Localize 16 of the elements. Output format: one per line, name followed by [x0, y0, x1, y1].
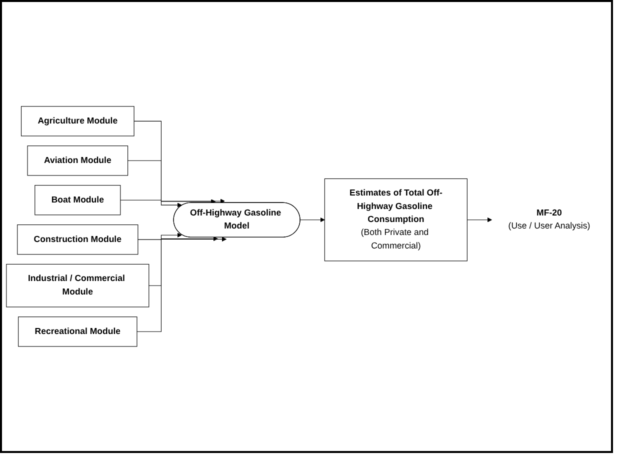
node-box: Estimates of Total Off-Highway Gasoline Consumption (Both Private and Commercial) — [324, 178, 468, 262]
node-box: Recreational Module — [18, 316, 138, 347]
arrow — [466, 218, 492, 222]
node-box: Industrial / Commercial Module — [6, 264, 150, 308]
node-text: MF-20 (Use / User Analysis) — [508, 208, 590, 231]
arrow — [300, 218, 325, 222]
arrow — [128, 160, 216, 204]
arrow — [134, 120, 225, 204]
arrow — [136, 236, 227, 332]
node-box: Agriculture Module — [20, 106, 134, 136]
arrow — [148, 236, 218, 286]
node-box: Construction Module — [17, 224, 138, 255]
arrow — [138, 232, 182, 240]
node-box: Aviation Module — [27, 146, 128, 176]
node-box: Boat Module — [34, 185, 121, 216]
arrow — [120, 200, 182, 208]
